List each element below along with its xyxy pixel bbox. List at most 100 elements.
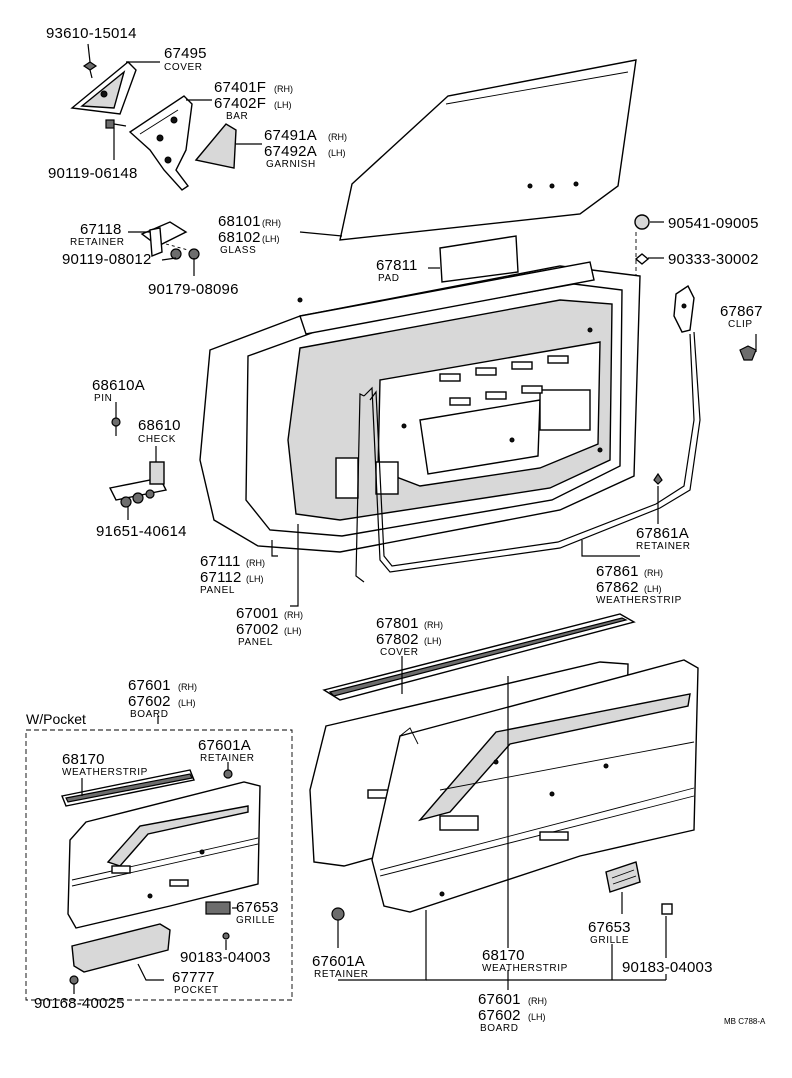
svg-text:67492A: 67492A bbox=[264, 143, 317, 160]
pocket-inset-frame bbox=[25, 729, 293, 1001]
svg-text:(RH): (RH) bbox=[246, 558, 265, 568]
retainer-67861A-illustration bbox=[653, 472, 663, 485]
svg-text:67401F: 67401F bbox=[214, 79, 266, 96]
callout-67001: 67001 (RH) 67002 (LH) PANEL bbox=[236, 605, 303, 648]
callout-68610: 68610 CHECK bbox=[138, 417, 181, 445]
svg-text:67777: 67777 bbox=[172, 969, 215, 986]
pad-67811-illustration bbox=[439, 235, 519, 283]
svg-text:67495: 67495 bbox=[164, 45, 207, 62]
glass-68101-illustration bbox=[339, 59, 637, 241]
svg-text:67402F: 67402F bbox=[214, 95, 266, 112]
callout-90119-08012: 90119-08012 bbox=[62, 251, 152, 268]
retainer-67601A-illustration bbox=[331, 907, 345, 928]
bracket-67867-illustration bbox=[673, 284, 757, 361]
svg-text:67811: 67811 bbox=[376, 257, 418, 274]
svg-text:68101: 68101 bbox=[218, 213, 261, 230]
pocket-retainer-67601A-illustration bbox=[223, 769, 233, 779]
callout-68610A: 68610A PIN bbox=[92, 377, 145, 404]
svg-text:PIN: PIN bbox=[94, 393, 112, 404]
pocket-screw-90168-illustration bbox=[69, 975, 79, 985]
svg-text:(RH): (RH) bbox=[528, 996, 547, 1006]
callout-90183-pocket: 90183-04003 bbox=[180, 949, 271, 966]
svg-text:90119-06148: 90119-06148 bbox=[48, 165, 138, 182]
pocket-weatherstrip-68170-illustration bbox=[61, 769, 195, 807]
svg-text:67653: 67653 bbox=[588, 919, 631, 936]
svg-text:GRILLE: GRILLE bbox=[590, 935, 629, 946]
svg-text:(RH): (RH) bbox=[284, 610, 303, 620]
callout-67867: 67867 CLIP bbox=[720, 303, 763, 330]
svg-text:WEATHERSTRIP: WEATHERSTRIP bbox=[62, 767, 148, 778]
grille-67653-illustration bbox=[605, 861, 641, 893]
retainer-67118-illustration bbox=[140, 221, 200, 260]
screw-90183-illustration bbox=[661, 903, 673, 915]
svg-text:67861A: 67861A bbox=[636, 525, 689, 542]
svg-text:POCKET: POCKET bbox=[174, 985, 219, 996]
svg-text:67601A: 67601A bbox=[198, 737, 251, 754]
garnish-67491-illustration bbox=[194, 123, 237, 169]
svg-text:RETAINER: RETAINER bbox=[636, 541, 691, 552]
svg-text:90183-04003: 90183-04003 bbox=[180, 949, 271, 966]
callout-67111: 67111 (RH) 67112 (LH) PANEL bbox=[200, 553, 265, 596]
callout-67777: 67777 POCKET bbox=[172, 969, 219, 996]
callout-90168-40025: 90168-40025 bbox=[34, 995, 124, 1012]
svg-text:68610A: 68610A bbox=[92, 377, 145, 394]
weatherstrip-67861-illustration bbox=[355, 331, 701, 583]
board-67601-front-illustration bbox=[371, 659, 699, 913]
svg-text:90333-30002: 90333-30002 bbox=[668, 251, 759, 268]
door-panel-67001-illustration bbox=[199, 261, 641, 553]
callout-67653: 67653 GRILLE bbox=[588, 919, 631, 946]
callout-67861A: 67861A RETAINER bbox=[636, 525, 691, 552]
svg-text:67802: 67802 bbox=[376, 631, 419, 648]
svg-text:(LH): (LH) bbox=[262, 234, 280, 244]
svg-text:(LH): (LH) bbox=[274, 100, 292, 110]
callout-67801: 67801 (RH) 67802 (LH) COVER bbox=[376, 615, 443, 658]
svg-text:(RH): (RH) bbox=[274, 84, 293, 94]
svg-text:PANEL: PANEL bbox=[238, 637, 273, 648]
callout-67601-bottom: 67601 (RH) 67602 (LH) BOARD bbox=[478, 991, 547, 1034]
check-68610-illustration bbox=[108, 461, 168, 508]
svg-text:GARNISH: GARNISH bbox=[266, 159, 316, 170]
svg-text:67861: 67861 bbox=[596, 563, 639, 580]
callout-68101: 68101 (RH) 68102 (LH) GLASS bbox=[218, 213, 281, 256]
svg-text:67001: 67001 bbox=[236, 605, 279, 622]
callout-67601-top: 67601 (RH) 67602 (LH) BOARD bbox=[128, 677, 197, 720]
svg-text:67112: 67112 bbox=[200, 569, 242, 586]
svg-text:PANEL: PANEL bbox=[200, 585, 235, 596]
svg-text:W/Pocket: W/Pocket bbox=[26, 711, 86, 727]
svg-text:(LH): (LH) bbox=[644, 584, 662, 594]
callout-68170-pocket: 68170 WEATHERSTRIP bbox=[62, 751, 148, 778]
pocket-67777-illustration bbox=[71, 923, 171, 973]
section-label-w-pocket: W/Pocket bbox=[26, 711, 86, 727]
pin-68610A-illustration bbox=[111, 417, 121, 436]
svg-text:(LH): (LH) bbox=[246, 574, 264, 584]
callout-90333-30002: 90333-30002 bbox=[668, 251, 759, 268]
callout-90183-04003: 90183-04003 bbox=[622, 959, 713, 976]
callout-68170: 68170 WEATHERSTRIP bbox=[482, 947, 567, 974]
svg-text:BAR: BAR bbox=[226, 111, 248, 122]
svg-text:BOARD: BOARD bbox=[480, 1023, 519, 1034]
svg-text:68610: 68610 bbox=[138, 417, 181, 434]
svg-text:67801: 67801 bbox=[376, 615, 419, 632]
drawing-code: MB C788-A bbox=[724, 1017, 766, 1026]
pocket-board-illustration bbox=[67, 781, 261, 929]
svg-text:90179-08096: 90179-08096 bbox=[148, 281, 239, 298]
svg-text:90183-04003: 90183-04003 bbox=[622, 959, 713, 976]
svg-text:67601: 67601 bbox=[128, 677, 171, 694]
callout-67861: 67861 (RH) 67862 (LH) WEATHERSTRIP bbox=[596, 563, 681, 606]
svg-text:PAD: PAD bbox=[378, 273, 400, 284]
callout-90541-09005: 90541-09005 bbox=[668, 215, 758, 232]
pocket-grille-67653-illustration bbox=[205, 901, 231, 915]
svg-text:(LH): (LH) bbox=[424, 636, 442, 646]
callout-67401: 67401F (RH) 67402F (LH) BAR bbox=[214, 79, 293, 122]
svg-text:COVER: COVER bbox=[380, 647, 419, 658]
callout-67601A-pocket: 67601A RETAINER bbox=[198, 737, 254, 764]
svg-text:(LH): (LH) bbox=[528, 1012, 546, 1022]
callout-67653-pocket: 67653 GRILLE bbox=[236, 899, 279, 926]
svg-text:GLASS: GLASS bbox=[220, 245, 256, 256]
svg-text:67602: 67602 bbox=[128, 693, 171, 710]
svg-text:90119-08012: 90119-08012 bbox=[62, 251, 152, 268]
svg-text:(RH): (RH) bbox=[328, 132, 347, 142]
svg-text:COVER: COVER bbox=[164, 62, 203, 73]
svg-text:91651-40614: 91651-40614 bbox=[96, 523, 187, 540]
